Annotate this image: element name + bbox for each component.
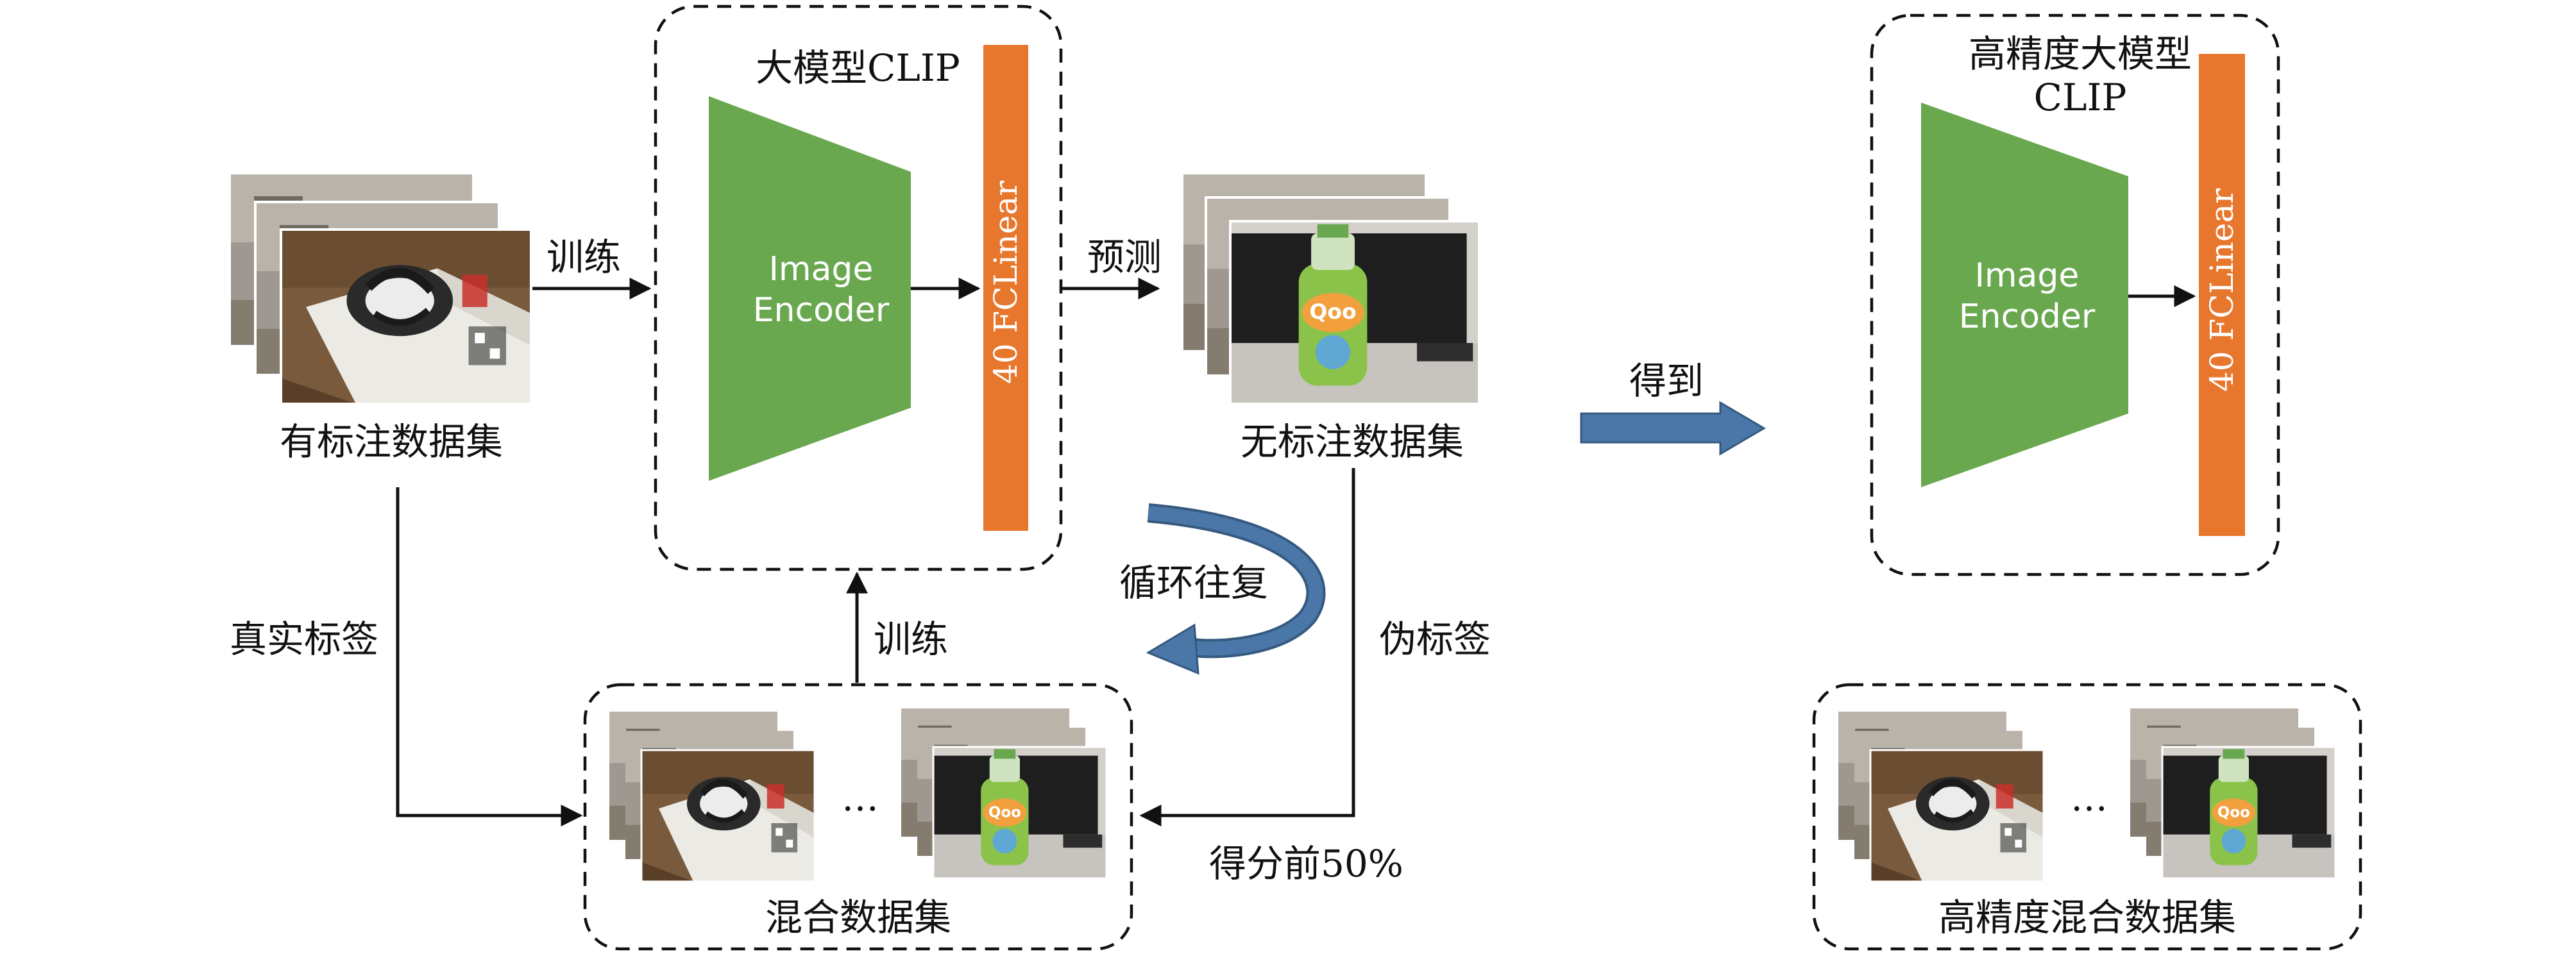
cycle-label: 循环往复	[1119, 561, 1269, 605]
hp-clip-model-box	[1870, 13, 2280, 576]
hp-mixed-dataset-label: 高精度混合数据集	[1938, 896, 2237, 939]
cycle-arrow-head	[1146, 623, 1199, 675]
labeled-dataset-label: 有标注数据集	[279, 420, 504, 464]
pseudo-labels-label: 伪标签	[1379, 617, 1491, 661]
hp-clip-model-title: 高精度大模型 CLIP	[1955, 32, 2205, 119]
mixed-dataset-box	[583, 683, 1133, 951]
fc-right-label: 40 FCLinear	[2203, 188, 2241, 392]
mixed-dataset-label: 混合数据集	[765, 896, 952, 939]
encoder-left-line1: Image	[768, 250, 874, 289]
hp-mixed-unlabeled-stack	[2130, 708, 2337, 880]
hp-title-line2: CLIP	[2033, 76, 2127, 119]
obtain-block-arrow	[1580, 401, 1766, 456]
hp-mixed-dataset-box	[1812, 683, 2362, 951]
unlabeled-dataset-stack	[1181, 172, 1480, 405]
hp-title-line1: 高精度大模型	[1968, 32, 2192, 76]
labeled-dataset-stack	[228, 172, 532, 405]
train-label-top: 训练	[547, 235, 622, 279]
fc-left-label: 40 FCLinear	[987, 180, 1024, 384]
mixed-unlabeled-stack	[901, 708, 1108, 880]
hp-mixed-ellipsis: …	[2071, 776, 2108, 819]
clip-model-title: 大模型CLIP	[756, 46, 960, 90]
mixed-labeled-stack	[609, 712, 816, 883]
mixed-ellipsis: …	[842, 776, 879, 819]
top-score-label: 得分前50%	[1209, 842, 1403, 885]
true-labels-label: 真实标签	[230, 617, 379, 661]
fc-layer-right	[2199, 54, 2245, 536]
unlabeled-dataset-label: 无标注数据集	[1240, 420, 1464, 464]
image-encoder-right-label: Image Encoder	[1950, 255, 2104, 337]
obtain-label: 得到	[1629, 359, 1704, 403]
encoder-right-line1: Image	[1974, 256, 2080, 295]
fc-layer-left	[983, 45, 1028, 531]
predict-label: 预测	[1087, 235, 1162, 279]
true-label-line	[396, 487, 583, 826]
image-encoder-right	[1921, 103, 2128, 487]
encoder-right-line2: Encoder	[1958, 297, 2096, 336]
image-encoder-left	[709, 96, 911, 481]
train-label-bottom: 训练	[874, 617, 949, 661]
clip-model-box	[654, 4, 1063, 571]
pseudo-label-line	[1139, 468, 1355, 826]
image-encoder-left-label: Image Encoder	[744, 249, 898, 331]
encoder-left-line2: Encoder	[752, 291, 890, 330]
hp-mixed-labeled-stack	[1838, 712, 2045, 883]
